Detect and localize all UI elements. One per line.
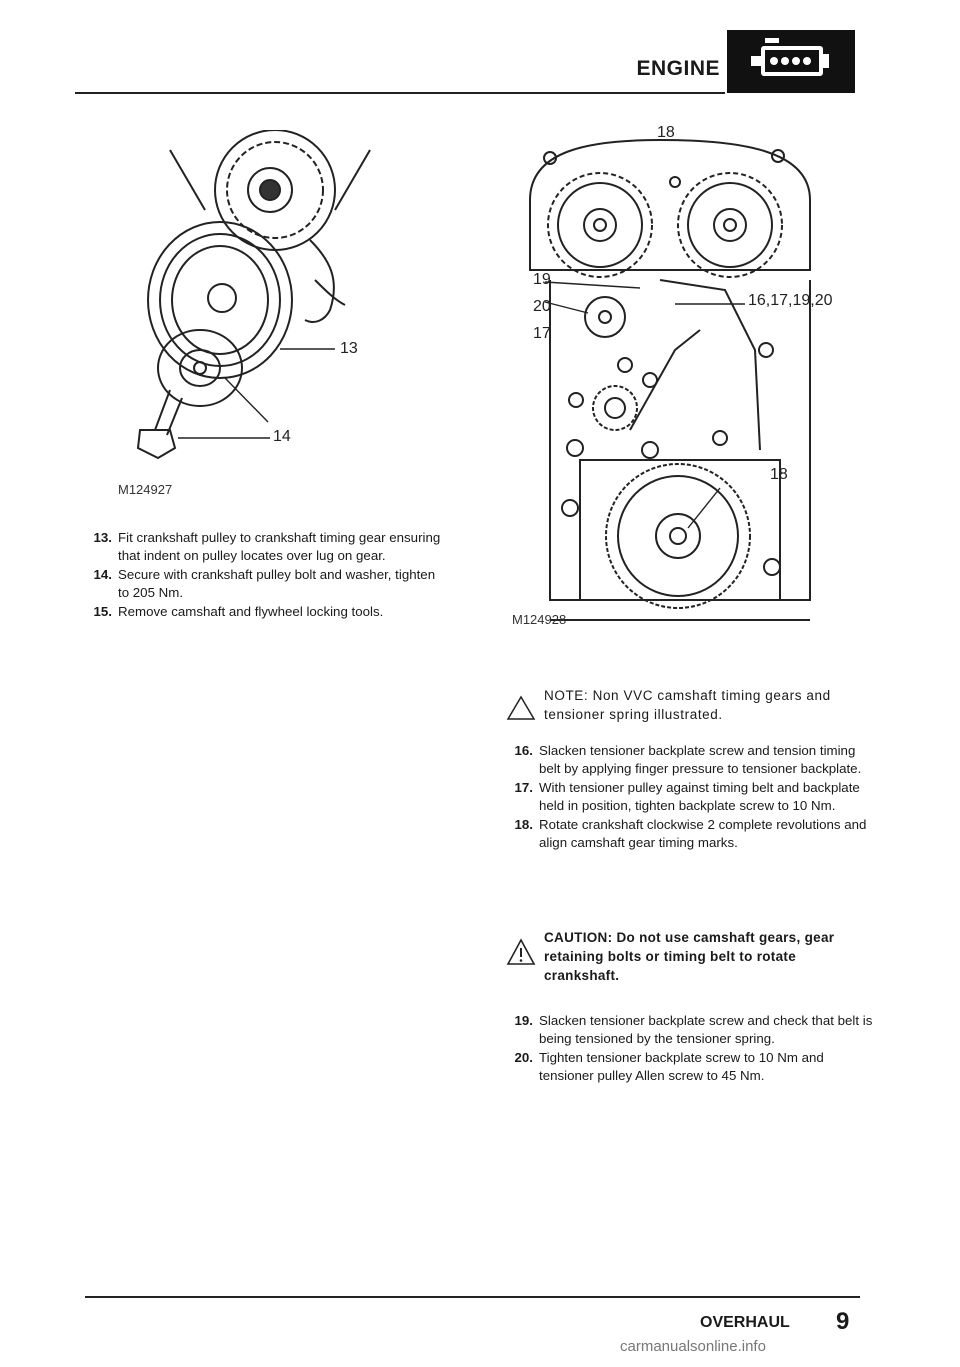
steps-left: 13.Fit crankshaft pulley to crankshaft t… bbox=[82, 529, 442, 622]
footer-rule bbox=[85, 1296, 860, 1298]
timing-belt-illustration bbox=[529, 138, 811, 621]
figure-right-callout-16-17-19-20: 16,17,19,20 bbox=[748, 292, 833, 309]
figure-left-callout-14: 14 bbox=[273, 428, 291, 445]
figure-right-callout-18-top: 18 bbox=[657, 124, 675, 141]
steps-right-b: 19.Slacken tensioner backplate screw and… bbox=[503, 1012, 875, 1086]
step-15: 15.Remove camshaft and flywheel locking … bbox=[93, 604, 384, 619]
step-16: 16.Slacken tensioner backplate screw and… bbox=[514, 743, 862, 776]
step-18: 18.Rotate crankshaft clockwise 2 complet… bbox=[514, 817, 867, 850]
step-14: 14.Secure with crankshaft pulley bolt an… bbox=[93, 567, 436, 600]
watermark: carmanualsonline.info bbox=[620, 1338, 766, 1355]
step-17: 17.With tensioner pulley against timing … bbox=[514, 780, 860, 813]
engine-icon bbox=[751, 38, 829, 76]
note-icon bbox=[506, 695, 536, 720]
figure-right-callout-17: 17 bbox=[533, 325, 551, 342]
footer-section-label: OVERHAUL bbox=[700, 1314, 790, 1331]
caution-icon bbox=[506, 938, 536, 965]
step-19: 19.Slacken tensioner backplate screw and… bbox=[514, 1013, 873, 1046]
steps-right-a: 16.Slacken tensioner backplate screw and… bbox=[503, 742, 875, 853]
page-number: 9 bbox=[836, 1308, 850, 1335]
figure-right-caption: M124928 bbox=[512, 612, 567, 627]
figure-left-caption: M124927 bbox=[118, 482, 173, 497]
step-20: 20.Tighten tensioner backplate screw to … bbox=[514, 1050, 824, 1083]
caution-text: CAUTION: Do not use camshaft gears, gear… bbox=[544, 930, 835, 983]
page-header-title: ENGINE bbox=[636, 57, 720, 80]
figure-right-callout-20: 20 bbox=[533, 298, 551, 315]
note-text: NOTE: Non VVC camshaft timing gears and … bbox=[544, 688, 831, 722]
header-rule bbox=[75, 92, 725, 94]
figure-right-callout-18-bottom: 18 bbox=[770, 466, 788, 483]
figure-left-callout-13: 13 bbox=[340, 340, 358, 357]
crankshaft-pulley-illustration bbox=[136, 130, 371, 460]
step-13: 13.Fit crankshaft pulley to crankshaft t… bbox=[93, 530, 441, 563]
figure-right-callout-19: 19 bbox=[533, 271, 551, 288]
header-badge bbox=[727, 30, 855, 93]
